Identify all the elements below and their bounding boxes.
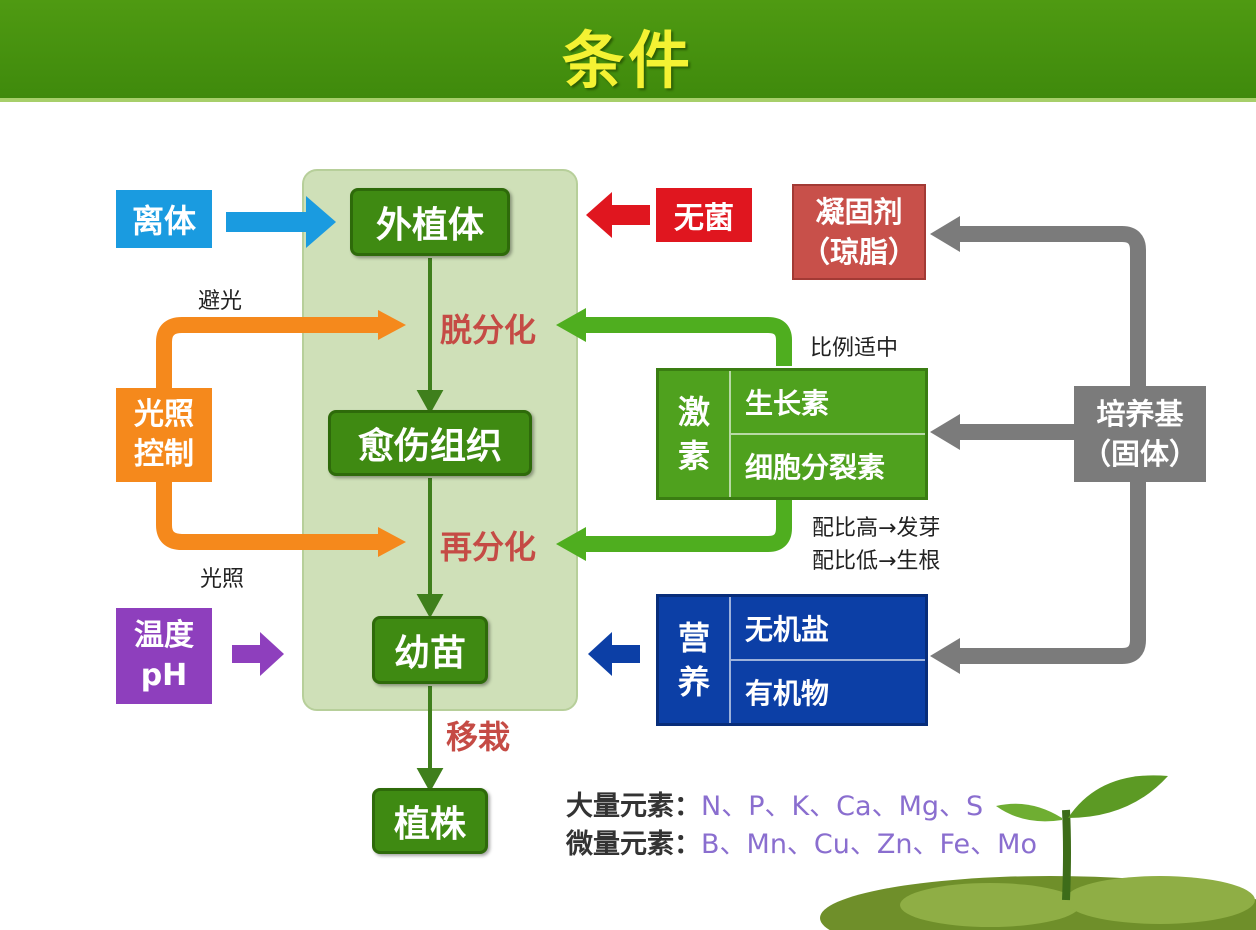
hormone-arrows	[584, 317, 792, 552]
dedifferentiation-label: 脱分化	[440, 311, 537, 349]
hormone-label: 激 素	[659, 371, 731, 497]
light-control-arrows	[156, 317, 380, 550]
ratio-high-note: 配比高→发芽	[812, 516, 941, 541]
medium-line2: （固体）	[1081, 437, 1198, 471]
gray-arrowhead-nutrition	[930, 638, 960, 674]
ph-line: pH	[140, 658, 188, 693]
center-flow-arrows	[416, 258, 444, 793]
redifferentiation-label: 再分化	[440, 528, 537, 566]
hormone-line2: 素	[677, 437, 710, 475]
green-arrowhead-bottom	[556, 527, 586, 561]
explant-box: 外植体	[350, 188, 510, 256]
solidifier-line2: （琼脂）	[800, 235, 917, 269]
avoid-light-label: 避光	[198, 289, 243, 314]
medium-line1: 培养基	[1096, 397, 1184, 431]
nutrition-line2: 养	[677, 663, 710, 701]
micro-elements: 微量元素：B、Mn、Cu、Zn、Fe、Mo	[566, 822, 1037, 861]
micro-values: B、Mn、Cu、Zn、Fe、Mo	[701, 829, 1037, 860]
isolated-box: 离体	[116, 190, 212, 248]
green-arrowhead-top	[556, 308, 586, 342]
hormone-items: 生长素 细胞分裂素	[731, 371, 925, 497]
macro-elements: 大量元素：N、P、K、Ca、Mg、S	[566, 784, 983, 823]
temperature-ph-box: 温度 pH	[116, 608, 212, 704]
auxin-item: 生长素	[731, 371, 925, 435]
ratio-note: 比例适中	[810, 336, 899, 361]
macro-values: N、P、K、Ca、Mg、S	[701, 791, 984, 822]
sterile-arrow	[586, 192, 650, 238]
light-control-line2: 控制	[134, 437, 194, 472]
light-label: 光照	[200, 567, 245, 592]
medium-arrows	[958, 226, 1146, 664]
nutrition-line1: 营	[677, 619, 710, 657]
micro-label: 微量元素：	[566, 829, 701, 860]
title-bar: 条件	[0, 0, 1256, 102]
sterile-box: 无菌	[656, 188, 752, 242]
macro-label: 大量元素：	[566, 791, 701, 822]
nutrition-label: 营 养	[659, 597, 731, 723]
inorganic-item: 无机盐	[731, 597, 925, 661]
seedling-decoration	[820, 775, 1256, 930]
transplant-label: 移栽	[446, 718, 511, 756]
temperature-line: 温度	[134, 618, 194, 653]
light-control-line1: 光照	[134, 397, 194, 432]
nutrition-arrow	[588, 632, 640, 676]
isolated-arrow	[226, 196, 336, 248]
orange-arrowhead-bottom	[378, 527, 406, 557]
nutrition-items: 无机盐 有机物	[731, 597, 925, 723]
ratio-low-note: 配比低→生根	[812, 549, 941, 574]
temperature-arrow	[232, 632, 284, 676]
light-control-box: 光照 控制	[116, 388, 212, 482]
hormone-box: 激 素 生长素 细胞分裂素	[656, 368, 928, 500]
hormone-line1: 激	[677, 393, 710, 431]
organic-item: 有机物	[745, 677, 830, 710]
medium-box: 培养基 （固体）	[1074, 386, 1206, 482]
gray-arrowhead-agent	[930, 216, 960, 252]
solidifier-box: 凝固剂 （琼脂）	[792, 184, 926, 280]
orange-arrowhead-top	[378, 310, 406, 340]
nutrition-box: 营 养 无机盐 有机物	[656, 594, 928, 726]
solidifier-line1: 凝固剂	[815, 195, 903, 229]
page-title: 条件	[561, 24, 694, 97]
cytokinin-item: 细胞分裂素	[745, 451, 886, 484]
plant-box: 植株	[372, 788, 488, 854]
seedling-box: 幼苗	[372, 616, 488, 684]
callus-box: 愈伤组织	[328, 410, 532, 476]
gray-arrowhead-hormone	[930, 414, 960, 450]
